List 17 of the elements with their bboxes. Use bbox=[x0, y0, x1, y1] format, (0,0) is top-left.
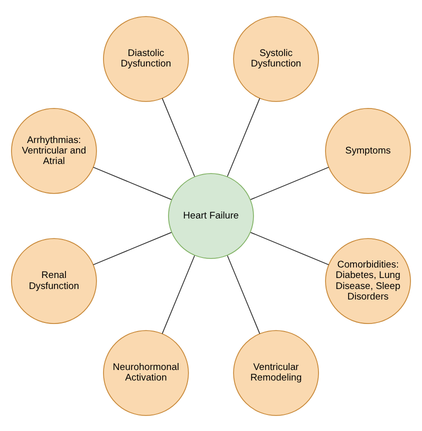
connector bbox=[250, 231, 330, 265]
connector bbox=[92, 166, 172, 200]
node-circle: Neurohormonal Activation bbox=[103, 330, 189, 416]
connector bbox=[226, 254, 260, 334]
node-circle: Arrhythmias: Ventricular and Atrial bbox=[11, 108, 97, 194]
connector bbox=[92, 231, 172, 265]
node-circle: Systolic Dysfunction bbox=[233, 16, 319, 102]
connector bbox=[226, 97, 260, 176]
node-circle: Comorbidities: Diabetes, Lung Disease, Sleep Disorders bbox=[325, 238, 411, 324]
node-circle: Heart Failure bbox=[168, 172, 254, 258]
node-circle: Diastolic Dysfunction bbox=[103, 16, 189, 102]
connector bbox=[162, 97, 196, 176]
connector bbox=[162, 254, 196, 334]
connector bbox=[250, 166, 330, 200]
node-circle: Ventricular Remodeling bbox=[233, 330, 319, 416]
node-circle: Symptoms bbox=[325, 108, 411, 194]
node-circle: Renal Dysfunction bbox=[11, 238, 97, 324]
